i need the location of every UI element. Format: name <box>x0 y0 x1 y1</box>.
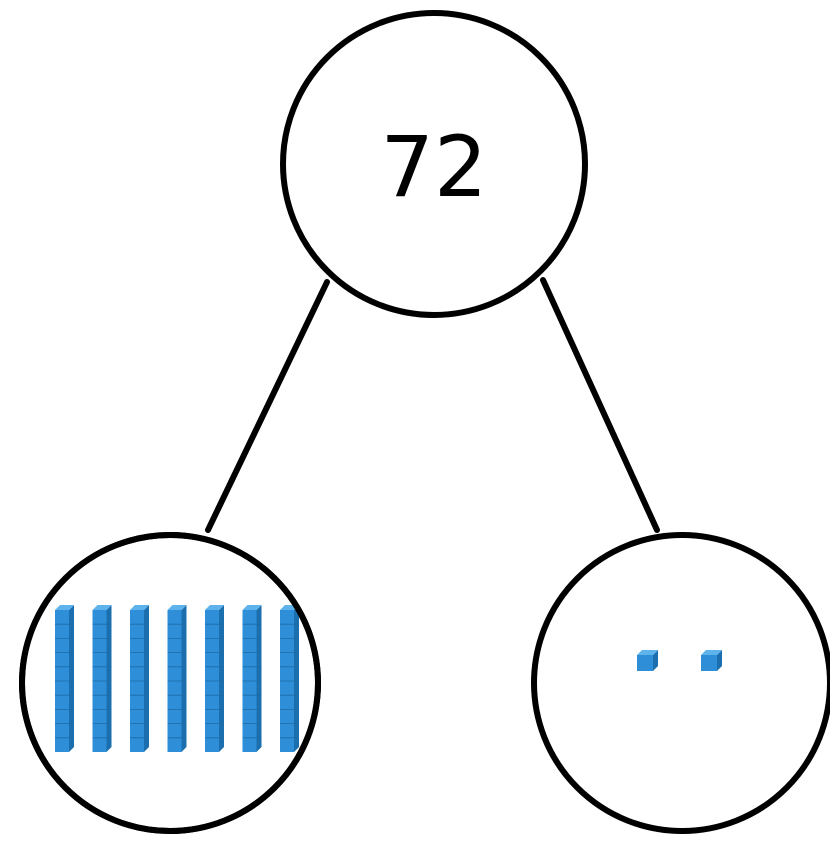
base-ten-rod-icon <box>130 605 149 752</box>
unit-cube-icon <box>637 650 658 671</box>
base-ten-rod-icon <box>242 605 262 752</box>
whole-node: 72 <box>280 10 588 318</box>
base-ten-rod-icon <box>167 605 187 752</box>
unit-cube-icon <box>701 650 722 671</box>
ones-cubes-group <box>637 650 722 671</box>
base-ten-rod-icon <box>280 605 299 752</box>
base-ten-rod-icon <box>205 605 224 752</box>
right-connector-line <box>540 277 660 533</box>
left-connector-line <box>205 279 330 533</box>
base-ten-rod-icon <box>92 605 112 752</box>
ones-part-node <box>531 532 830 834</box>
base-ten-rod-icon <box>55 605 74 752</box>
tens-rods-group <box>55 605 299 752</box>
whole-circle <box>280 10 588 318</box>
whole-value: 72 <box>381 118 488 216</box>
tens-part-circle-outline <box>19 532 321 834</box>
ones-part-circle <box>531 532 830 834</box>
tens-part-node <box>19 532 321 834</box>
